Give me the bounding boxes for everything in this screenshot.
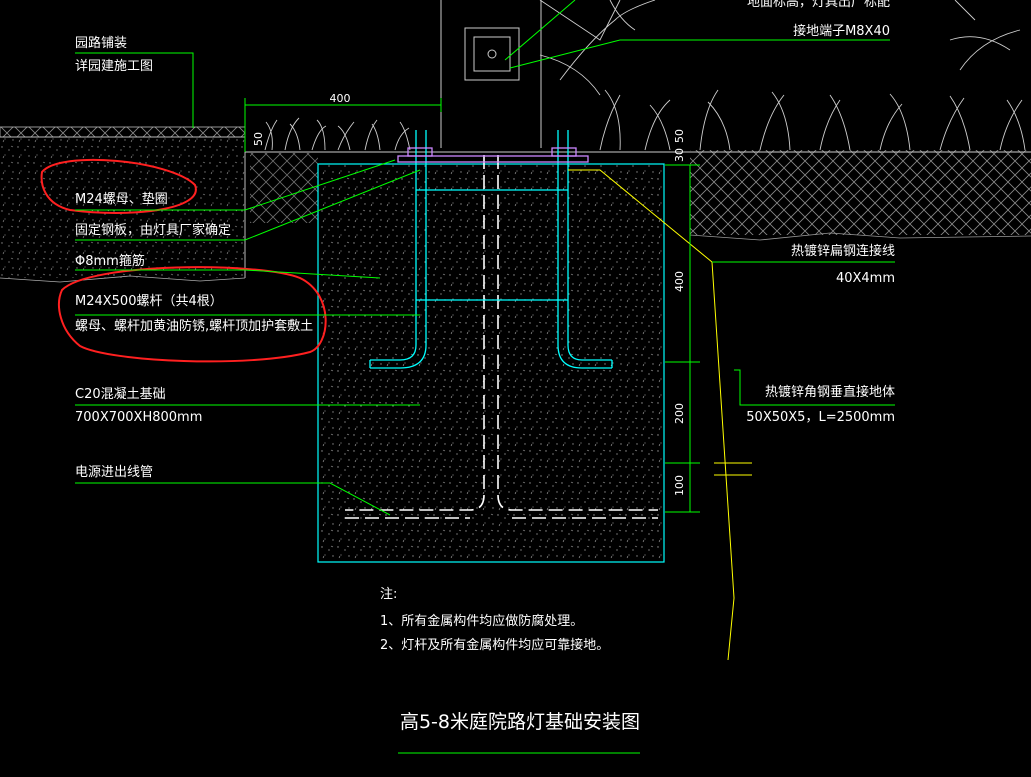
label-flat-steel-size: 40X4mm bbox=[836, 271, 895, 286]
label-flat-steel: 热镀锌扁钢连接线 bbox=[791, 243, 895, 259]
label-rebar: Φ8mm箍筋 bbox=[75, 253, 145, 269]
dim-top-step: 50 bbox=[252, 132, 265, 146]
label-paving-line1: 园路铺装 bbox=[75, 35, 127, 51]
concrete-foundation bbox=[317, 163, 665, 563]
grounding-terminal-box bbox=[464, 27, 520, 81]
dim-400: 400 bbox=[673, 271, 686, 292]
grass-plants bbox=[264, 0, 1026, 151]
drawing-title: 高5-8米庭院路灯基础安装图 bbox=[400, 711, 640, 733]
label-paving-line2: 详园建施工图 bbox=[75, 59, 153, 74]
dim-top-width: 400 bbox=[330, 92, 351, 105]
label-bolt-nut: M24螺母、垫圈 bbox=[75, 191, 168, 207]
label-angle-steel-size: 50X50X5，L=2500mm bbox=[746, 410, 895, 425]
label-concrete: C20混凝土基础 bbox=[75, 386, 166, 402]
note-2: 2、灯杆及所有金属构件均应可靠接地。 bbox=[380, 637, 609, 653]
note-1: 1、所有金属构件均应做防腐处理。 bbox=[380, 613, 583, 629]
dim-30: 30 bbox=[673, 148, 686, 162]
label-conduit: 电源进出线管 bbox=[75, 465, 153, 480]
label-anchor-bolt-note: 螺母、螺杆加黄油防锈,螺杆顶加护套敷土 bbox=[75, 318, 313, 334]
power-conduit bbox=[345, 155, 658, 519]
dim-200: 200 bbox=[673, 403, 686, 424]
label-top-cut: 地面标高，灯具出厂标配 bbox=[747, 0, 890, 10]
anchor-bolts bbox=[369, 130, 613, 369]
leader-lines bbox=[75, 0, 895, 516]
label-anchor-bolt: M24X500螺杆（共4根） bbox=[75, 294, 223, 309]
red-markup bbox=[40, 158, 327, 363]
dim-100: 100 bbox=[673, 475, 686, 496]
label-concrete-size: 700X700XH800mm bbox=[75, 410, 202, 425]
label-angle-steel: 热镀锌角钢垂直接地体 bbox=[765, 384, 895, 400]
notes-heading: 注: bbox=[380, 587, 397, 602]
dim-50: 50 bbox=[673, 129, 686, 143]
label-terminal: 接地端子M8X40 bbox=[793, 23, 890, 39]
label-fixing-plate: 固定钢板，由灯具厂家确定 bbox=[75, 222, 231, 238]
ground-section bbox=[0, 126, 1031, 283]
